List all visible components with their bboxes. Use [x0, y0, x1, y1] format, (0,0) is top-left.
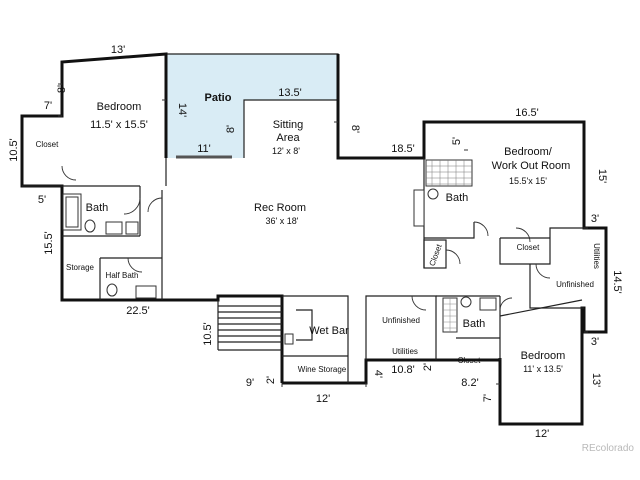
dim-8-b: 8'	[225, 125, 237, 133]
stairs	[217, 300, 282, 351]
label-bedroom-ne-2: Work Out Room	[492, 160, 571, 172]
dim-15-ne: 15'	[596, 169, 608, 183]
bath-se-door-arc	[499, 297, 513, 311]
closet-ne-small-door-arc	[445, 249, 461, 265]
label-sitting-size: 12' x 8'	[272, 146, 300, 156]
wet-bar-wall	[282, 295, 349, 383]
sink-w2	[125, 221, 139, 235]
vanity-ne	[413, 189, 425, 227]
patio-area	[166, 54, 338, 158]
label-closet-se: Closet	[458, 356, 481, 365]
dim-10-8: 10.8'	[391, 364, 415, 376]
dim-7-se: 7'	[482, 394, 494, 402]
exterior-wall-east	[336, 54, 608, 426]
label-bath-se: Bath	[463, 318, 486, 330]
dim-10-5-left: 10.5'	[8, 138, 20, 162]
toilet-half-bath	[106, 283, 118, 297]
dim-12-se: 12'	[535, 428, 549, 440]
dim-7: 7'	[44, 100, 52, 112]
dim-15-5-left: 15.5'	[43, 231, 55, 255]
unfinished-center	[365, 295, 437, 360]
label-bedroom-ne: Bedroom/	[504, 146, 553, 158]
toilet-w	[84, 219, 96, 233]
label-unfinished-c: Unfinished	[382, 316, 420, 325]
dim-2-a: 2'	[265, 376, 277, 384]
wet-bar-counter	[296, 309, 313, 341]
dim-3-a: 3'	[591, 213, 599, 225]
dim-13-se: 13'	[590, 373, 602, 387]
closet-door-arc	[61, 165, 77, 181]
label-wet-bar: Wet Bar	[309, 325, 349, 337]
label-rec-size: 36' x 18'	[266, 216, 299, 226]
label-sitting-area-2: Area	[276, 132, 300, 144]
dim-16-5: 16.5'	[515, 107, 539, 119]
label-bedroom-nw-size: 11.5' x 15.5'	[90, 119, 148, 131]
bathtub-inner	[65, 196, 79, 228]
shower-se-tiles	[443, 298, 457, 332]
dim-10-5-stairs: 10.5'	[202, 322, 214, 346]
dim-3-b: 3'	[591, 336, 599, 348]
label-patio: Patio	[205, 92, 232, 104]
label-sitting-area: Sitting	[273, 119, 304, 131]
watermark: REcolorado	[582, 443, 635, 454]
wet-bar-sink	[284, 333, 294, 345]
dim-13-5-patio: 13.5'	[278, 87, 302, 99]
dim-8-c: 8'	[349, 125, 361, 133]
closet-ne-door-arc	[515, 227, 531, 243]
dim-4: 4'	[372, 370, 384, 378]
label-rec-room: Rec Room	[254, 202, 306, 214]
dim-5-left: 5'	[38, 194, 46, 206]
shower-ne	[425, 159, 473, 187]
sink-se	[479, 297, 497, 311]
label-wine-storage: Wine Storage	[298, 365, 347, 374]
toilet-ne	[427, 188, 439, 200]
dim-13-top: 13'	[111, 44, 125, 56]
label-closet-w: Closet	[36, 140, 59, 149]
dim-5-ne: 5'	[451, 137, 463, 145]
hall-door-arc	[147, 197, 163, 213]
label-bedroom-se: Bedroom	[521, 350, 566, 362]
label-bedroom-ne-size: 15.5'x 15'	[509, 176, 547, 186]
dim-18-5: 18.5'	[391, 143, 415, 155]
label-closet-ne: Closet	[517, 243, 540, 252]
label-utilities-c: Utilities	[392, 347, 418, 356]
unfinished-e-door-arc	[535, 263, 551, 279]
dim-8-a: 8'	[56, 85, 68, 93]
sink-w	[105, 221, 123, 235]
dim-12-bottom: 12'	[316, 393, 330, 405]
bath-ne-door-arc	[473, 221, 489, 237]
label-bath-ne: Bath	[446, 192, 469, 204]
unfinished-e-wall	[529, 264, 584, 309]
dimension-ticks	[58, 83, 588, 387]
dim-11: 11'	[197, 143, 211, 155]
label-bedroom-nw: Bedroom	[97, 101, 142, 113]
shower-ne-tiles	[426, 160, 472, 186]
unfinished-door-arc	[411, 295, 427, 311]
dim-22-5: 22.5'	[126, 305, 150, 317]
bath-ne-south-wall	[424, 222, 475, 239]
label-bath-w: Bath	[86, 202, 109, 214]
dim-14-5: 14.5'	[611, 270, 623, 294]
closet-ne-large	[499, 227, 584, 265]
toilet-se	[460, 296, 472, 308]
half-bath-door-arc	[127, 257, 143, 273]
sink-half-bath	[135, 285, 157, 299]
closet-ne-small	[423, 239, 447, 269]
label-unfinished-e: Unfinished	[556, 280, 594, 289]
dim-8-2: 8.2'	[461, 377, 478, 389]
bath-door-arc	[123, 197, 141, 215]
label-utilities-e: Utilities	[592, 243, 601, 269]
label-bedroom-se-size: 11' x 13.5'	[523, 364, 563, 374]
dim-14: 14'	[176, 103, 188, 117]
dim-9: 9'	[246, 377, 254, 389]
dim-2-b: 2'	[422, 363, 434, 371]
label-storage: Storage	[66, 263, 95, 272]
label-half-bath: Half Bath	[106, 271, 139, 280]
